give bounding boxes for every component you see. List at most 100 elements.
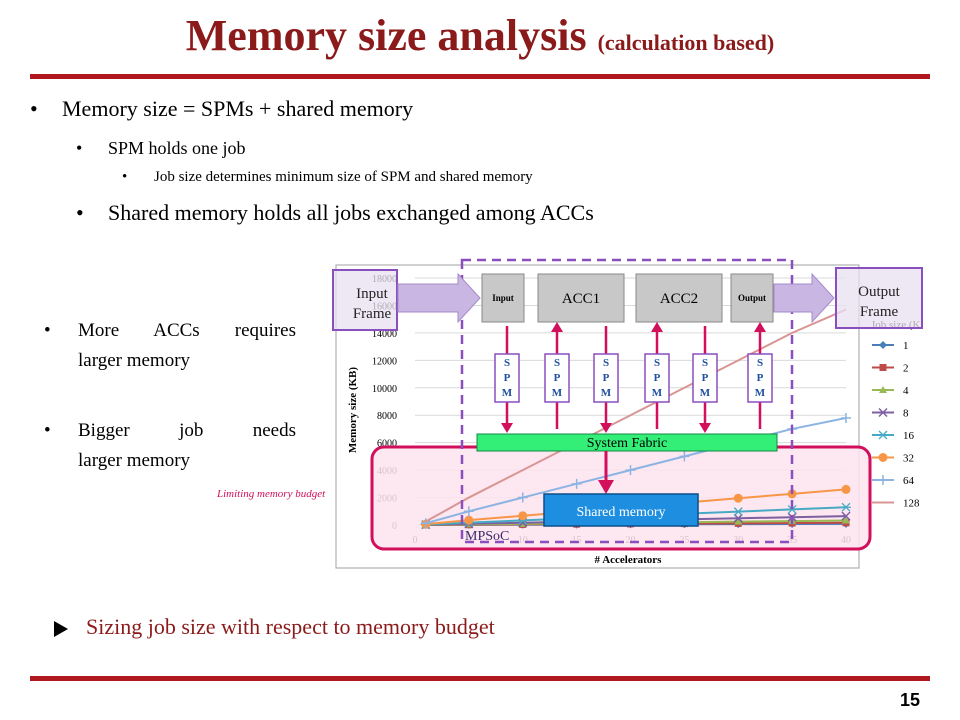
data-point: [841, 502, 851, 512]
legend-marker: [878, 407, 888, 418]
legend-label: 8: [903, 408, 909, 420]
spm-letter: M: [652, 387, 663, 399]
spm-arrow-head: [501, 423, 513, 433]
spm-letter: P: [603, 372, 610, 384]
legend-marker: [879, 364, 887, 371]
spm-letter: P: [554, 372, 561, 384]
legend-label: 16: [903, 430, 915, 442]
bullet-level1: •Memory size = SPMs + shared memory: [30, 96, 414, 121]
legend-item-1: 1: [872, 340, 909, 352]
legend-label: 1: [903, 340, 909, 352]
spm-letter: P: [504, 372, 511, 384]
legend-marker: [879, 386, 887, 393]
spm-box: [544, 353, 570, 403]
spm-letter: S: [603, 357, 609, 369]
y-tick-label: 14000: [372, 329, 397, 340]
data-point: [464, 515, 474, 525]
spm-letter: P: [654, 372, 661, 384]
spm-arrow-head: [754, 322, 766, 332]
title-main: Memory size analysis: [185, 11, 587, 60]
system-fabric: [476, 433, 778, 452]
spm-letter: M: [700, 387, 711, 399]
input-frame-box: [332, 269, 398, 331]
spm-letter: M: [502, 387, 513, 399]
input-frame-label-word2: Frame: [353, 306, 392, 322]
y-tick-label: 10000: [372, 384, 397, 395]
spm-1: SPM: [494, 326, 520, 433]
output-block: [730, 273, 774, 323]
legend-item-128: 128: [872, 498, 920, 510]
legend-label: 128: [903, 498, 920, 510]
spm-letter: S: [654, 357, 660, 369]
data-point: [733, 493, 743, 503]
spm-letter: S: [757, 357, 763, 369]
spm-arrow-head: [651, 322, 663, 332]
legend-item-32: 32: [872, 453, 914, 465]
mpsoc-label: MPSoC: [465, 529, 509, 544]
spm-arrow-head: [600, 423, 612, 433]
system-fabric-label: System Fabric: [587, 436, 668, 451]
legend-item-16: 16: [872, 430, 915, 442]
legend-label: 4: [903, 385, 909, 397]
spm-2: SPM: [544, 322, 570, 429]
legend-marker: [878, 475, 888, 485]
spm-box: [593, 353, 619, 403]
legend-item-4: 4: [872, 385, 909, 397]
acc1-label: ACC1: [562, 291, 600, 307]
series-128: [425, 308, 847, 523]
spm-5: SPM: [692, 326, 718, 433]
spm-letter: M: [755, 387, 766, 399]
output-block-label: Output: [738, 293, 766, 303]
data-point: [679, 451, 690, 462]
spm-arrow-head: [551, 322, 563, 332]
legend-label: 64: [903, 475, 915, 487]
data-point: [734, 517, 743, 525]
spm-letter: P: [702, 372, 709, 384]
data-point: [841, 511, 851, 521]
output-arrow: [773, 272, 835, 324]
bullet-level2-shared: •Shared memory holds all jobs exchanged …: [76, 200, 594, 225]
conclusion-arrow-icon: [54, 621, 68, 637]
spm-box: [692, 353, 718, 403]
shared-memory-block: [543, 493, 699, 527]
bullet-level3: •Job size determines minimum size of SPM…: [122, 169, 533, 185]
spm-box: [747, 353, 773, 403]
spm-box: [494, 353, 520, 403]
slide-number: 15: [899, 690, 920, 710]
y-tick-label: 6000: [377, 439, 397, 450]
spm-box: [644, 353, 670, 403]
title-rule: [30, 74, 930, 79]
data-point: [733, 513, 743, 523]
data-point: [463, 506, 474, 517]
spm-letter: P: [757, 372, 764, 384]
acc2-label: ACC2: [660, 291, 698, 307]
side-bullet-more-accs: •More ACCs requires larger memory: [44, 320, 296, 371]
spm-letter: M: [601, 387, 612, 399]
data-point: [518, 511, 528, 521]
data-point: [787, 504, 798, 514]
data-point: [625, 465, 636, 476]
input-frame-label-word1: Input: [356, 286, 388, 302]
side-bullet-bigger-job: •Bigger job needs larger memory: [44, 420, 296, 471]
spm-letter: S: [554, 357, 560, 369]
spm-letter: M: [552, 387, 563, 399]
conclusion-text: Sizing job size with respect to memory b…: [86, 614, 495, 639]
data-point: [420, 518, 431, 529]
mpsoc-dashed-box: [460, 258, 794, 544]
data-point: [842, 516, 850, 524]
shared-memory-label: Shared memory: [576, 505, 665, 520]
legend-label: 32: [903, 453, 914, 465]
spm-6: SPM: [747, 322, 773, 429]
spm-3: SPM: [593, 326, 619, 433]
input-block-label: Input: [492, 293, 514, 303]
legend-item-64: 64: [872, 475, 915, 487]
input-arrow: [397, 272, 481, 324]
spm-4: SPM: [644, 322, 670, 429]
chart-x-label: # Accelerators: [595, 554, 663, 566]
data-point: [517, 492, 528, 503]
legend-item-8: 8: [872, 408, 909, 420]
output-frame-box: [835, 267, 923, 329]
